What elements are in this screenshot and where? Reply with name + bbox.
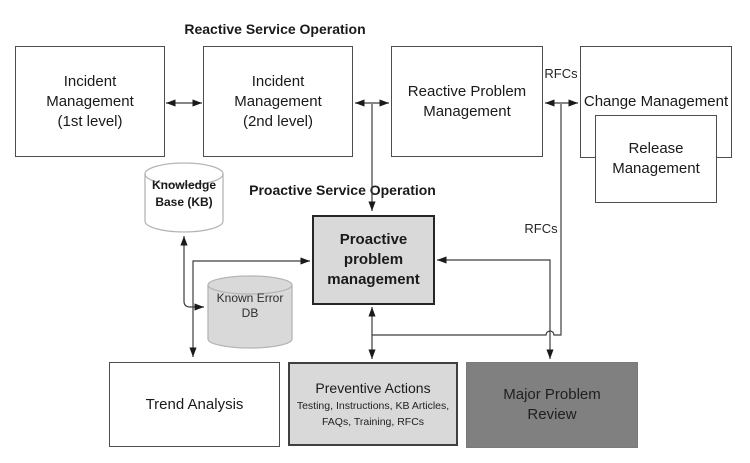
datastore-label-line: DB	[241, 306, 259, 320]
box-label-line: Major Problem	[503, 386, 601, 403]
release-management-box: Release Management	[595, 115, 717, 203]
datastore-label-line: Known	[216, 291, 254, 305]
arrow-proactive-major-review	[437, 256, 554, 359]
preventive-actions-title: Preventive Actions	[315, 380, 431, 396]
box-label-line: Incident	[251, 72, 305, 90]
proactive-section-title: Proactive Service Operation	[249, 182, 436, 198]
known-error-db-label: Known Error DB	[208, 291, 292, 321]
box-label-line: (1st level)	[57, 112, 123, 130]
datastore-label-line: Base (KB)	[155, 194, 213, 209]
reactive-problem-management-box: Reactive Problem Management	[391, 46, 543, 157]
box-label-line: Release	[628, 140, 684, 157]
box-label-line: Incident	[63, 72, 117, 90]
rfcs-label-top: RFCs	[544, 66, 578, 81]
rfcs-label-mid: RFCs	[524, 221, 558, 236]
box-label-line: Reactive Problem	[407, 82, 527, 100]
box-label-line: management	[327, 271, 420, 288]
preventive-actions-detail-line: FAQs, Training, RFCs	[321, 415, 425, 428]
box-label-line: Management	[612, 160, 700, 177]
datastore-label-line: Knowledge	[151, 178, 216, 192]
reactive-section-title: Reactive Service Operation	[184, 21, 366, 37]
box-label-line: problem	[343, 251, 404, 268]
knowledge-base-label: Knowledge Base (KB)	[145, 177, 223, 210]
box-label-line: Change Management	[583, 93, 729, 110]
preventive-actions-detail-line: Testing, Instructions, KB Articles,	[296, 400, 450, 412]
trend-analysis-box: Trend Analysis	[109, 362, 280, 447]
arrow-kb-known-error-db	[180, 236, 204, 311]
box-label-line: Proactive	[339, 231, 408, 248]
box-label-line: Trend Analysis	[145, 395, 244, 413]
box-label-line: Management	[234, 92, 322, 110]
box-label-line: Management	[46, 92, 134, 110]
major-problem-review-box: Major Problem Review	[466, 362, 638, 448]
box-label-line: (2nd level)	[242, 112, 314, 130]
box-label-line: Review	[527, 406, 577, 423]
proactive-problem-management-box: Proactive problem management	[312, 215, 435, 305]
datastore-label-line: Error	[256, 291, 284, 305]
box-label-line: Management	[423, 102, 511, 120]
incident-management-2nd-level-box: Incident Management (2nd level)	[203, 46, 353, 157]
incident-management-1st-level-box: Incident Management (1st level)	[15, 46, 165, 157]
preventive-actions-box: Preventive Actions Testing, Instructions…	[288, 362, 458, 446]
